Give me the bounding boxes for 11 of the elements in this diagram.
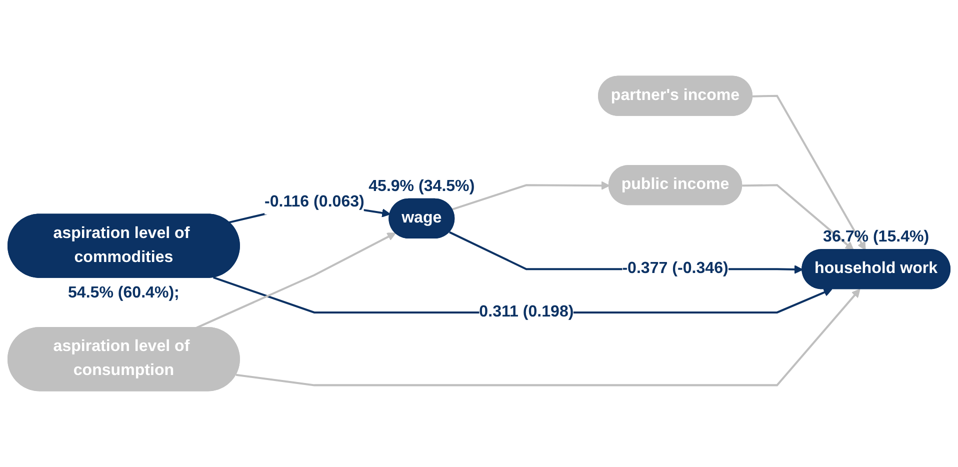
percentage-label: 36.7% (15.4%) (823, 228, 930, 246)
edge-label: 0.311 (0.198) (479, 303, 574, 320)
arrow (236, 288, 860, 386)
edge-label: -0.377 (-0.346) (622, 260, 728, 278)
percentage-label: 45.9% (34.5%) (368, 176, 475, 195)
arrow (452, 181, 610, 210)
arrow (752, 94, 866, 250)
arrow (195, 232, 396, 329)
edge-label: -0.116 (0.063) (264, 193, 364, 210)
arrow (742, 184, 854, 250)
percentage-label: 54.5% (60.4%); (68, 283, 180, 302)
